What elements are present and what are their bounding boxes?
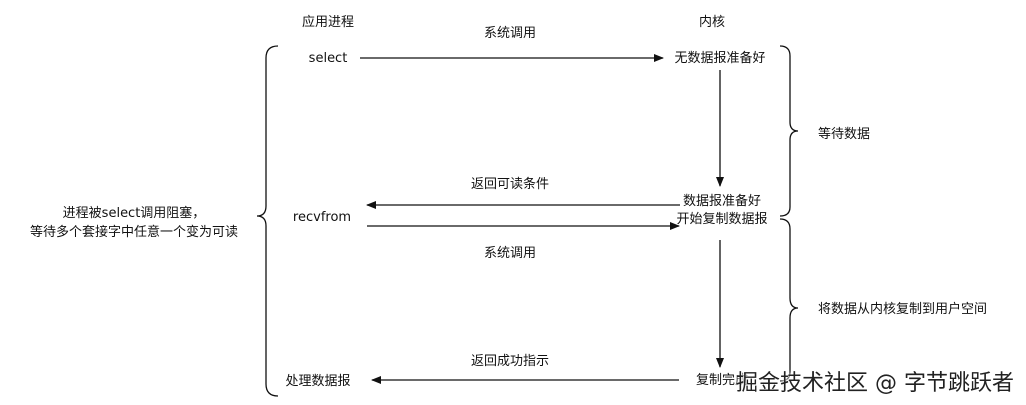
app-step-select: select [308,51,348,66]
left-note-line-1: 进程被select调用阻塞， [62,206,206,221]
kernel-step-ready: 数据报准备好 [682,194,762,209]
label-return-readable: 返回可读条件 [470,177,550,192]
label-return-success: 返回成功指示 [470,354,550,369]
app-step-recvfrom: recvfrom [292,210,352,225]
kernel-step-copy-start: 开始复制数据报 [676,212,768,227]
note-wait-data: 等待数据 [818,127,871,142]
right-brace-copy [779,218,799,382]
header-kernel: 内核 [698,15,726,30]
left-brace [256,45,279,397]
kernel-step-copy-done: 复制完成 [695,373,749,388]
label-syscall-2: 系统调用 [483,246,537,261]
note-copy-to-user: 将数据从内核复制到用户空间 [818,302,988,317]
right-brace-wait [779,45,799,217]
header-process: 应用进程 [301,15,355,30]
watermark: 掘金技术社区 @ 字节跳跃者 [736,371,1014,396]
label-syscall-1: 系统调用 [483,26,537,41]
app-step-handle: 处理数据报 [285,374,351,389]
kernel-step-no-data: 无数据报准备好 [674,51,766,66]
left-note-line-2: 等待多个套接字中任意一个变为可读 [29,225,239,240]
